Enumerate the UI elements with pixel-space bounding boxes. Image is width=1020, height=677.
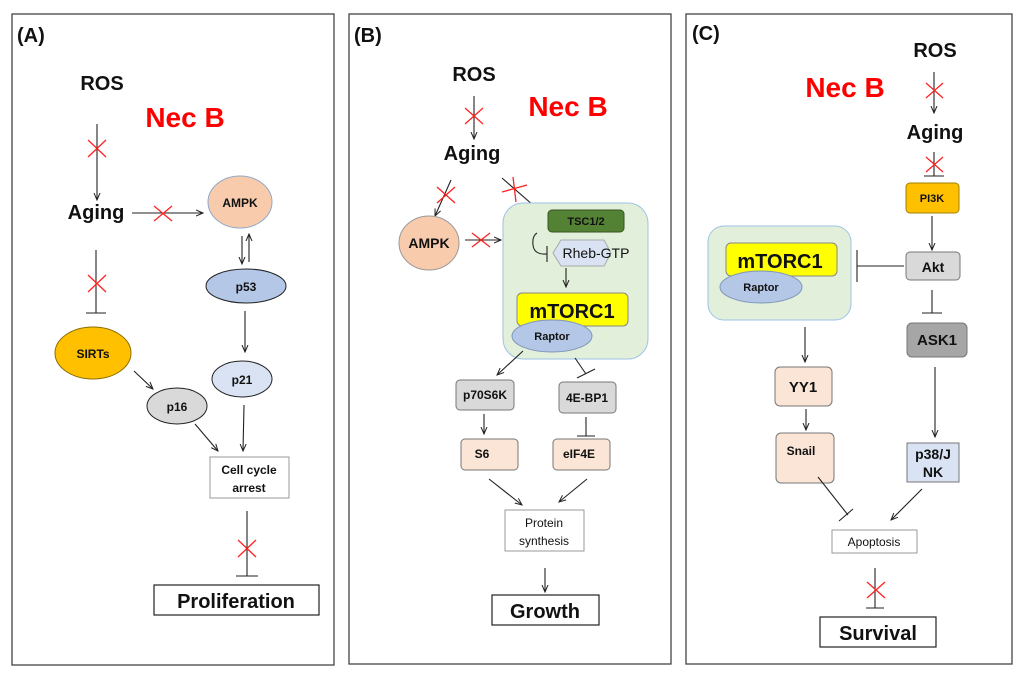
mtorc1-label: mTORC1: [529, 301, 614, 323]
nec-b-label: Nec B: [805, 72, 884, 103]
snail-node: [775, 432, 835, 484]
eif4e-to-protein-arrow: [559, 478, 588, 502]
aging-label: Aging: [444, 143, 501, 165]
raptor-node: [511, 319, 593, 353]
ros-label: ROS: [913, 40, 956, 62]
snail-inhibits-apoptosis-line: [817, 476, 849, 516]
ros-label: ROS: [452, 64, 495, 86]
ampk-label: AMPK: [222, 196, 258, 210]
cell-cycle-label-2: arrest: [232, 481, 265, 495]
mtorc1-to-p70s6k-arrow: [497, 350, 524, 375]
4ebp1-node: [558, 381, 617, 414]
sirts-to-p16-arrow: [133, 370, 153, 389]
akt-node: [905, 251, 961, 281]
panel-a: (A) ROS Nec B Aging AMPK p53 SIRTs p21 p…: [11, 13, 335, 666]
inhibition-x-icon: [436, 186, 456, 204]
p53-label: p53: [236, 280, 257, 294]
protein-synthesis-label-2: synthesis: [519, 534, 569, 548]
protein-synthesis-label-1: Protein: [525, 516, 563, 530]
yy1-label: YY1: [789, 379, 817, 396]
tsc12-label: TSC1/2: [567, 216, 604, 228]
inhibition-x-icon: [866, 581, 886, 599]
p53-node: [205, 268, 287, 304]
inhibition-bar: [838, 508, 854, 522]
tsc12-node: [547, 209, 625, 233]
akt-label: Akt: [922, 259, 945, 275]
cell-cycle-label-1: Cell cycle: [221, 463, 277, 477]
ros-label: ROS: [80, 73, 123, 95]
cell-cycle-arrest-node: [209, 456, 290, 499]
raptor-node: [719, 270, 803, 304]
snail-label: Snail: [787, 444, 816, 458]
survival-node: [819, 616, 937, 648]
p70s6k-label: p70S6K: [463, 388, 507, 402]
pi3k-label: PI3K: [920, 193, 945, 205]
panel-a-label: (A): [17, 25, 45, 47]
growth-node: [491, 594, 600, 626]
inhibition-x-icon: [501, 176, 528, 203]
tsc-inhibits-rheb-line: [532, 232, 548, 255]
4ebp1-label: 4E-BP1: [566, 391, 608, 405]
p16-label: p16: [167, 400, 188, 414]
panel-b: (B) ROS Nec B Aging AMPK TSC1/2 Rheb-GTP…: [348, 13, 672, 665]
pi3k-node: [905, 182, 960, 214]
p21-label: p21: [232, 373, 253, 387]
sirts-node: [54, 326, 132, 380]
p38-jnk-node: [906, 442, 960, 483]
p21-to-arrest-arrow: [243, 404, 244, 451]
s6-label: S6: [475, 447, 490, 461]
nec-b-label: Nec B: [528, 91, 607, 122]
ampk-node: [398, 215, 460, 271]
aging-label: Aging: [907, 122, 964, 144]
p38-to-apoptosis-arrow: [891, 488, 923, 520]
apoptosis-node: [831, 529, 918, 554]
inhibition-x-icon: [925, 82, 944, 99]
panel-b-label: (B): [354, 25, 382, 47]
ampk-label: AMPK: [408, 235, 449, 251]
inhibition-x-icon: [471, 232, 491, 248]
raptor-label: Raptor: [743, 282, 779, 294]
p38-jnk-label-2: NK: [923, 464, 943, 480]
apoptosis-label: Apoptosis: [848, 535, 901, 549]
rheb-gtp-node: [552, 239, 612, 267]
inhibition-x-icon: [237, 539, 257, 558]
p16-to-arrest-arrow: [194, 423, 218, 451]
inhibition-x-icon: [464, 107, 484, 125]
nec-b-label: Nec B: [145, 102, 224, 133]
inhibition-bar: [576, 368, 596, 379]
aging-label: Aging: [68, 202, 125, 224]
panel-c-label: (C): [692, 23, 720, 45]
p38-jnk-label-1: p38/J: [915, 446, 951, 462]
p16-node: [146, 387, 208, 425]
survival-label: Survival: [839, 623, 917, 645]
sirts-label: SIRTs: [76, 347, 109, 361]
mtorc1-inhibits-4ebp1-line: [574, 357, 587, 375]
ask1-label: ASK1: [917, 332, 957, 349]
inhibition-x-icon: [87, 139, 107, 158]
p21-node: [211, 360, 273, 398]
rheb-gtp-label: Rheb-GTP: [563, 245, 630, 261]
panel-c: (C) ROS Nec B Aging PI3K Akt mTORC1 Rapt…: [685, 13, 1013, 665]
yy1-node: [774, 366, 833, 407]
eif4e-node: [552, 438, 611, 471]
proliferation-label: Proliferation: [177, 591, 295, 613]
inhibition-x-icon: [87, 274, 107, 293]
inhibition-x-icon: [925, 156, 944, 173]
s6-to-protein-arrow: [488, 478, 522, 505]
growth-label: Growth: [510, 601, 580, 623]
inhibition-x-icon: [153, 205, 173, 222]
proliferation-node: [153, 584, 320, 616]
protein-synthesis-node: [504, 509, 585, 552]
ask1-node: [906, 322, 968, 358]
raptor-label: Raptor: [534, 331, 570, 343]
mtorc1-label: mTORC1: [737, 251, 822, 273]
p70s6k-node: [455, 379, 515, 411]
ampk-node: [207, 175, 273, 229]
eif4e-label: eIF4E: [563, 447, 595, 461]
s6-node: [460, 438, 519, 471]
